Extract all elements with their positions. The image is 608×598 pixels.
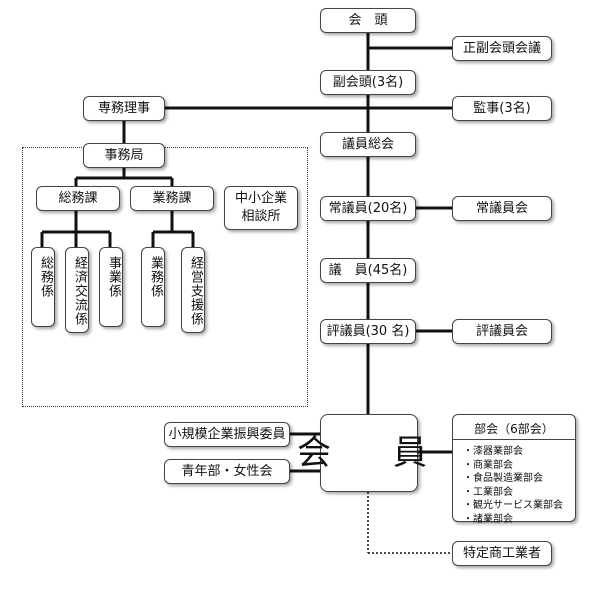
general-affairs-division-box: 総務課 <box>36 186 120 211</box>
auditor-box: 監事(3名) <box>452 96 552 121</box>
sections-list-item: ・諸業部会 <box>463 513 513 525</box>
evaluators-council-box: 評議員会 <box>452 319 552 344</box>
sections-list-item: ・商業部会 <box>463 459 513 471</box>
sme-consultation-center-label: 中小企業相談所 <box>235 191 288 224</box>
small-business-committee-box: 小規模企業振興委員 <box>164 422 290 447</box>
sections-box: 部会（6部会） ・漆器業部会 ・商業部会 ・食品製造業部会 ・工業部会 ・観光サ… <box>452 414 576 525</box>
sections-list-item: ・観光サービス業部会 <box>463 500 563 511</box>
evaluators-box: 評議員(30 名) <box>320 319 416 344</box>
section-label: 事業係 <box>106 256 121 298</box>
section-box-operations: 業務係 <box>141 247 165 327</box>
section-box-economic-exchange: 経済交流係 <box>65 247 89 333</box>
section-box-management-support: 経営支援係 <box>181 247 205 333</box>
sections-list-item: ・工業部会 <box>463 486 513 498</box>
special-merchants-box: 特定商工業者 <box>452 541 552 566</box>
secretariat-box: 事務局 <box>83 143 165 168</box>
sections-list: ・漆器業部会 ・商業部会 ・食品製造業部会 ・工業部会 ・観光サービス業部会 ・… <box>463 445 563 526</box>
sme-consultation-center-box: 中小企業相談所 <box>224 186 298 230</box>
section-label: 経済交流係 <box>72 256 87 326</box>
section-label: 総務係 <box>38 256 53 298</box>
sections-divider <box>453 439 575 440</box>
section-box-projects: 事業係 <box>99 247 123 327</box>
section-label: 経営支援係 <box>188 256 203 326</box>
standing-council-box: 常議員会 <box>452 196 552 221</box>
president-box: 会 頭 <box>320 8 416 33</box>
youth-women-box: 青年部・女性会 <box>164 459 290 484</box>
members-box: 会 員 <box>297 414 427 492</box>
standing-members-box: 常議員(20名) <box>320 196 416 221</box>
assembly-box: 議員総会 <box>320 132 416 157</box>
vice-president-box: 副会頭(3名) <box>320 70 416 95</box>
sections-title: 部会（6部会） <box>474 422 554 436</box>
director-box: 専務理事 <box>83 96 165 121</box>
president-council-box: 正副会頭会議 <box>452 36 552 61</box>
section-box-general-affairs: 総務係 <box>31 247 55 327</box>
members-45-box: 議 員(45名) <box>320 258 416 283</box>
business-division-box: 業務課 <box>130 186 214 211</box>
sections-list-item: ・漆器業部会 <box>463 446 523 457</box>
secretariat-region <box>22 147 308 407</box>
sections-list-item: ・食品製造業部会 <box>463 473 543 484</box>
section-label: 業務係 <box>148 256 163 298</box>
